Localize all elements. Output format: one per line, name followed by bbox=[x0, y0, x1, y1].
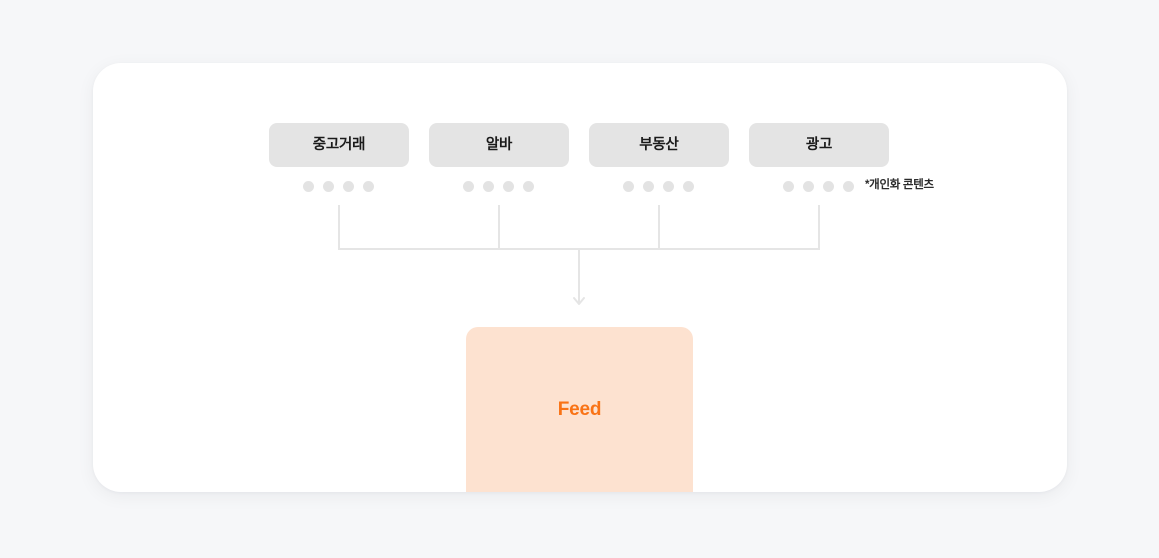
category-pill-budongsan[interactable]: 부동산 bbox=[589, 123, 729, 167]
category-pill-jungogeorae[interactable]: 중고거래 bbox=[269, 123, 409, 167]
content-dot bbox=[323, 181, 334, 192]
content-dot bbox=[503, 181, 514, 192]
content-dot bbox=[523, 181, 534, 192]
flow-diagram: 중고거래 알바 부동산 광고 bbox=[93, 63, 1067, 492]
content-dot bbox=[483, 181, 494, 192]
category-pill-gwanggo[interactable]: 광고 bbox=[749, 123, 889, 167]
content-dot-row-budongsan bbox=[623, 181, 694, 192]
personalized-content-note: *개인화 콘텐츠 bbox=[865, 179, 934, 191]
content-dot bbox=[823, 181, 834, 192]
category-pill-label: 알바 bbox=[485, 136, 513, 153]
content-dot bbox=[343, 181, 354, 192]
content-dot bbox=[683, 181, 694, 192]
category-pill-label: 중고거래 bbox=[312, 136, 366, 153]
feed-box: Feed bbox=[466, 327, 693, 492]
content-dot bbox=[303, 181, 314, 192]
content-dot bbox=[623, 181, 634, 192]
content-dot bbox=[843, 181, 854, 192]
content-dot bbox=[663, 181, 674, 192]
content-dot-row-alba bbox=[463, 181, 534, 192]
content-dot bbox=[803, 181, 814, 192]
content-dot-row-gwanggo bbox=[783, 181, 854, 192]
content-dot bbox=[643, 181, 654, 192]
content-dot bbox=[363, 181, 374, 192]
diagram-card: 중고거래 알바 부동산 광고 bbox=[93, 63, 1067, 492]
content-dot bbox=[783, 181, 794, 192]
category-pill-label: 광고 bbox=[805, 136, 833, 153]
category-pill-row: 중고거래 알바 부동산 광고 bbox=[269, 123, 889, 167]
content-dot bbox=[463, 181, 474, 192]
category-pill-label: 부동산 bbox=[639, 136, 679, 153]
content-dot-row-jungogeorae bbox=[303, 181, 374, 192]
category-pill-alba[interactable]: 알바 bbox=[429, 123, 569, 167]
arrowhead-icon bbox=[573, 297, 585, 305]
feed-label: Feed bbox=[557, 399, 602, 420]
